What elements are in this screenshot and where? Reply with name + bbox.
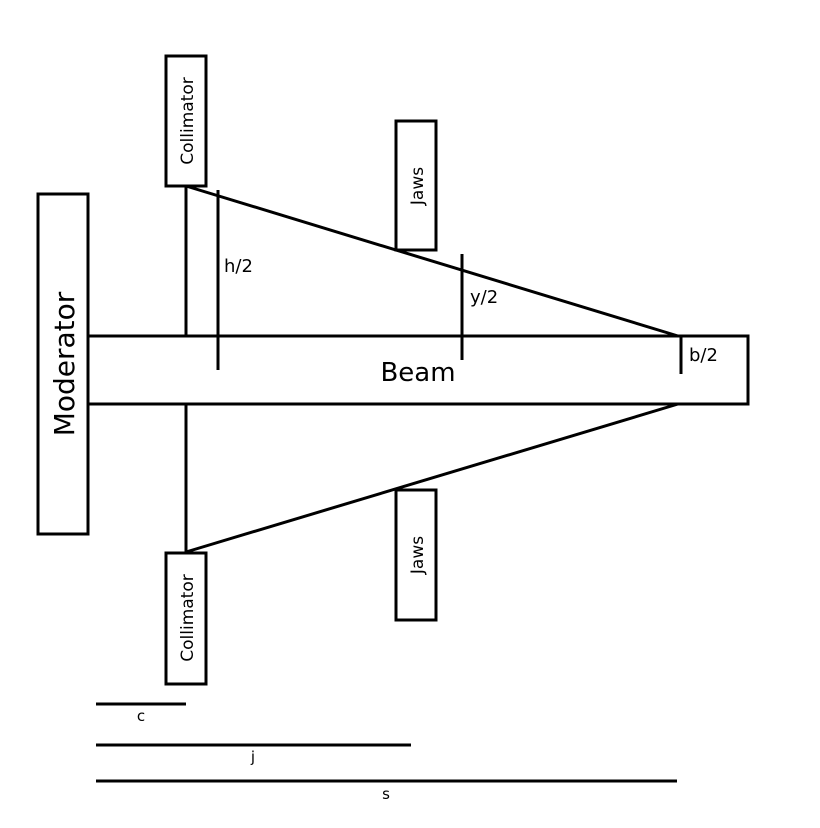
- distance-c-label: c: [137, 707, 145, 725]
- beam-label: Beam: [380, 358, 455, 388]
- distance-s-label: s: [382, 785, 390, 803]
- moderator-label: Moderator: [48, 291, 81, 436]
- y-half-label: y/2: [470, 287, 498, 308]
- collimator-top-box: [164, 54, 208, 188]
- collimator-bottom-label: Collimator: [178, 574, 198, 661]
- envelope-bottom-line: [185, 402, 679, 554]
- b-half-label: b/2: [689, 345, 718, 366]
- h-half-label: h/2: [224, 256, 253, 277]
- envelope-top-line: [185, 184, 679, 338]
- collimator-bottom-box: [164, 551, 208, 686]
- jaws-top-label: Jaws: [408, 167, 428, 206]
- distance-j-label: j: [250, 748, 255, 766]
- jaws-bottom-box: [394, 488, 438, 622]
- jaws-bottom-label: Jaws: [408, 536, 428, 575]
- collimator-top-label: Collimator: [178, 77, 198, 164]
- moderator-box: [36, 192, 90, 536]
- jaws-top-box: [394, 119, 438, 252]
